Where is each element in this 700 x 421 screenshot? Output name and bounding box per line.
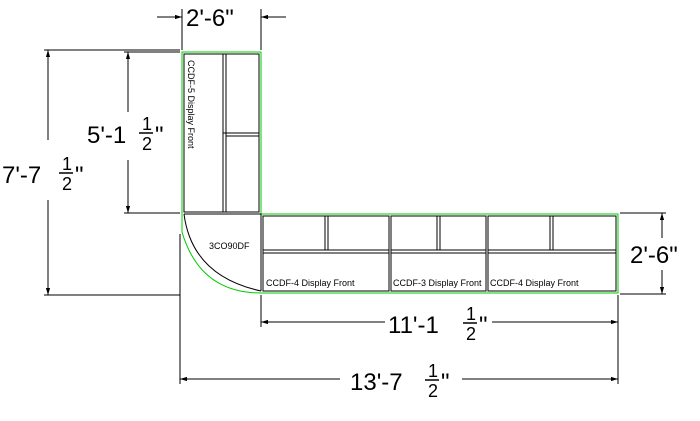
svg-text:2: 2 bbox=[466, 324, 476, 344]
corner-unit-label: 3CO90DF bbox=[209, 241, 250, 251]
svg-text:7'-7: 7'-7 bbox=[2, 162, 41, 189]
case-2-label: CCDF-3 Display Front bbox=[393, 278, 482, 288]
svg-text:2: 2 bbox=[142, 134, 152, 154]
dimension-bottom-inner bbox=[260, 295, 619, 327]
dimension-left-outer-text: 7'-7 1 2 " bbox=[2, 154, 84, 194]
svg-text:5'-1: 5'-1 bbox=[87, 122, 126, 149]
svg-text:1: 1 bbox=[466, 304, 476, 324]
svg-text:11'-1: 11'-1 bbox=[388, 312, 439, 339]
dimension-right-depth bbox=[620, 212, 666, 295]
vertical-display-case bbox=[183, 53, 260, 213]
dimension-top-width bbox=[157, 9, 286, 50]
case-3-label: CCDF-4 Display Front bbox=[490, 278, 579, 288]
svg-text:13'-7: 13'-7 bbox=[350, 369, 403, 396]
dimension-left-inner bbox=[124, 51, 180, 214]
horizontal-display-cases bbox=[262, 215, 617, 292]
dimension-bottom-outer-text: 13'-7 1 2 " bbox=[350, 361, 450, 401]
dimension-left-inner-text: 5'-1 1 2 " bbox=[87, 114, 164, 154]
dimension-left-outer bbox=[44, 49, 180, 296]
svg-text:": " bbox=[479, 312, 488, 339]
svg-text:": " bbox=[155, 122, 164, 149]
svg-text:1: 1 bbox=[62, 154, 72, 174]
dimension-right-depth-text: 2'-6" bbox=[630, 242, 678, 269]
dimension-bottom-inner-text: 11'-1 1 2 " bbox=[388, 304, 488, 344]
svg-text:2: 2 bbox=[62, 174, 72, 194]
svg-text:": " bbox=[441, 369, 450, 396]
svg-text:1: 1 bbox=[142, 114, 152, 134]
svg-text:2: 2 bbox=[428, 381, 438, 401]
dimension-top-width-text: 2'-6" bbox=[186, 5, 234, 32]
case-1-label: CCDF-4 Display Front bbox=[266, 278, 355, 288]
vertical-case-label: CCDF-5 Display Front bbox=[186, 60, 196, 149]
dimension-bottom-outer bbox=[179, 234, 619, 384]
layout-highlight bbox=[181, 51, 619, 294]
svg-text:1: 1 bbox=[428, 361, 438, 381]
svg-text:": " bbox=[75, 162, 84, 189]
corner-unit bbox=[183, 213, 262, 292]
